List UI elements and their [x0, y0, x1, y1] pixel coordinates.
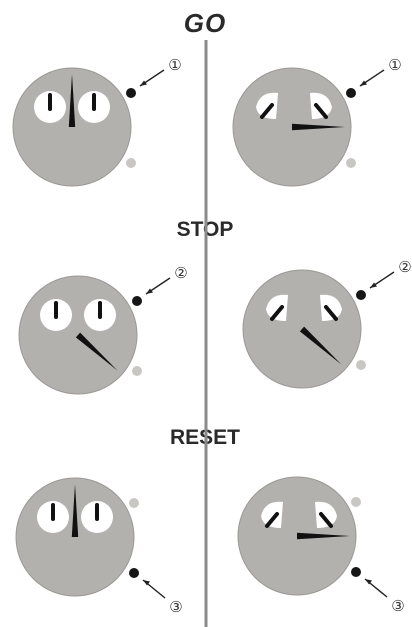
stopwatch: ① [233, 56, 402, 186]
start-stop-button [129, 498, 139, 508]
callout-number: ③ [391, 597, 404, 615]
callout-number: ③ [169, 598, 182, 616]
callout-number: ① [168, 56, 181, 74]
callout-number: ② [174, 264, 187, 282]
reset-button [356, 360, 366, 370]
stopwatch: ③ [16, 478, 183, 616]
start-stop-button [356, 290, 366, 300]
callout-number: ② [398, 258, 411, 276]
reset-button [346, 158, 356, 168]
reset-button [129, 568, 139, 578]
stopwatch: ③ [238, 477, 405, 615]
start-stop-button [351, 497, 361, 507]
reset-button [351, 567, 361, 577]
stopwatch: ② [243, 258, 412, 388]
start-stop-button [132, 296, 142, 306]
reset-button [132, 366, 142, 376]
start-stop-button [346, 88, 356, 98]
start-stop-button [126, 88, 136, 98]
stopwatch: ② [19, 264, 188, 394]
stopwatch: ① [13, 56, 182, 186]
callout-number: ① [388, 56, 401, 74]
reset-button [126, 158, 136, 168]
